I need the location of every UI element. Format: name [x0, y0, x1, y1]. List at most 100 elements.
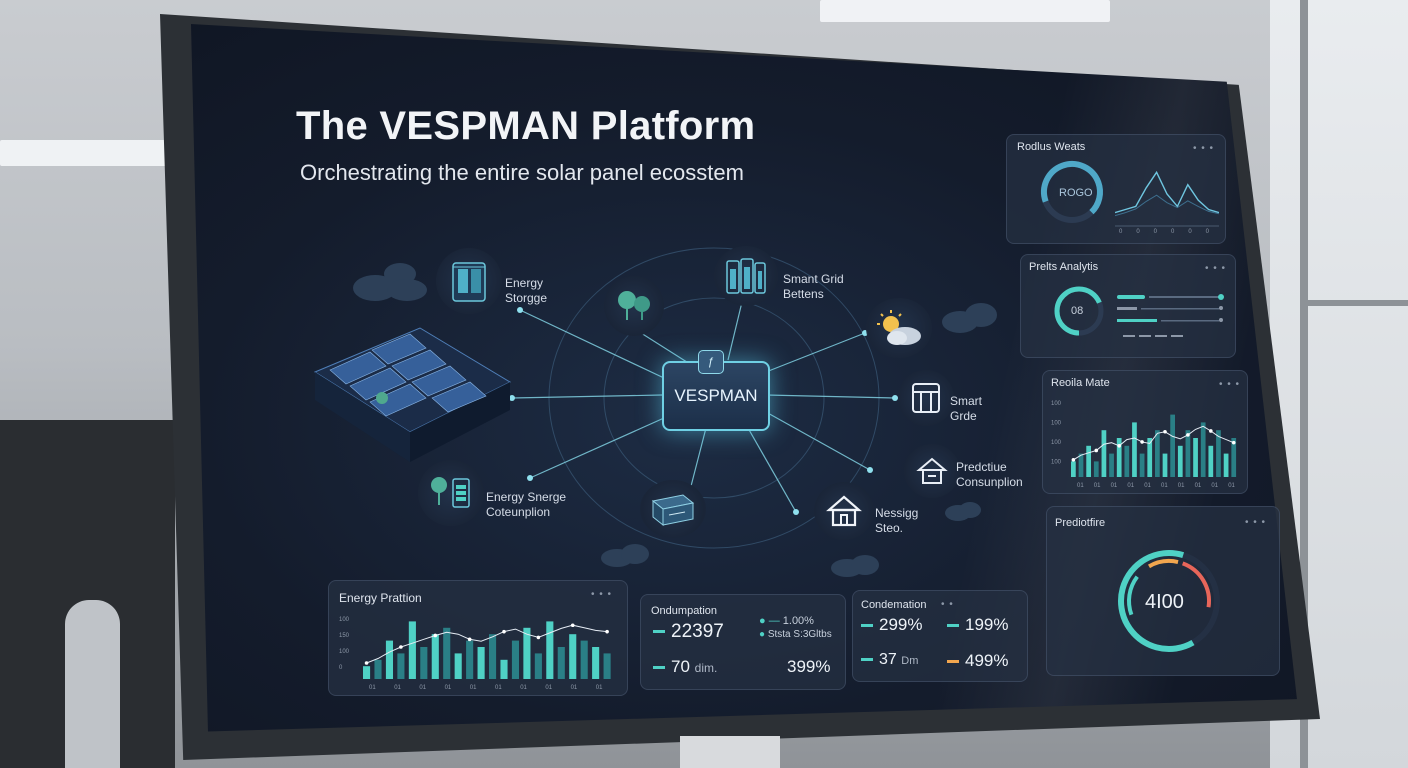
- grid-cabinet-icon: [912, 383, 940, 413]
- hub-badge-icon: ƒ: [698, 350, 724, 374]
- energy-storage-label: Energy Storgge: [505, 276, 548, 305]
- cloud-icon: [945, 502, 981, 521]
- trend-point: [1231, 440, 1236, 445]
- weather-gauge-label: ROGO: [1059, 187, 1093, 199]
- smart-grid-node[interactable]: [898, 370, 954, 426]
- x-tick-label: 0: [1119, 229, 1123, 233]
- bar: [385, 640, 394, 679]
- hub-label: VESPMAN: [674, 386, 758, 405]
- analytics-progress-bars: [1117, 294, 1224, 337]
- bar: [1086, 445, 1092, 477]
- bar: [1208, 445, 1214, 477]
- x-tick-label: 01: [470, 685, 477, 691]
- window-frame: [1300, 0, 1308, 768]
- trend-point: [536, 635, 541, 640]
- x-tick-label: 0: [1206, 229, 1210, 233]
- tree-icon: [618, 291, 650, 320]
- x-tick-label: 0: [1136, 229, 1140, 233]
- consumption-value-secondary: 70 dim.: [653, 657, 717, 677]
- bar: [500, 659, 508, 679]
- bar: [408, 621, 416, 679]
- y-tick-label: 100: [1051, 460, 1062, 466]
- panel-title: Prediotfire: [1055, 517, 1106, 529]
- bar: [431, 634, 439, 679]
- bar: [569, 634, 577, 679]
- energy-storage-consumption-node[interactable]: [418, 460, 484, 526]
- trend-point: [570, 623, 575, 628]
- panel-title: Reoila Mate: [1051, 377, 1110, 389]
- trend-point: [1140, 440, 1144, 444]
- trend-point: [1117, 444, 1121, 448]
- bar: [466, 640, 474, 679]
- bar: [1124, 445, 1130, 477]
- battery-cabinet-icon: [452, 262, 486, 302]
- x-tick-label: 0: [1154, 229, 1158, 233]
- panel-title: Condemation: [861, 599, 927, 611]
- bar: [477, 647, 485, 679]
- bar: [534, 653, 542, 679]
- trend-line: [366, 624, 608, 664]
- condensation-value-secondary: 37 Dm: [861, 651, 918, 669]
- x-tick-label: 01: [1161, 483, 1168, 489]
- panel-title: Energy Prattion: [339, 591, 422, 605]
- smart-grid-batteries-node[interactable]: [714, 246, 778, 306]
- x-tick-label: 0: [1188, 229, 1192, 233]
- more-icon[interactable]: • • •: [1219, 379, 1241, 390]
- bar: [1078, 453, 1084, 477]
- more-icon[interactable]: • • •: [591, 589, 613, 600]
- bar: [443, 627, 451, 679]
- bar: [363, 666, 371, 679]
- x-tick-label: 01: [1178, 483, 1185, 489]
- bar: [420, 647, 428, 679]
- consumption-percent: 399%: [787, 657, 831, 676]
- weather-node: [866, 298, 932, 358]
- bar: [1139, 453, 1145, 477]
- x-tick-label: 01: [495, 685, 502, 691]
- predictive-consumption-node[interactable]: [904, 444, 960, 498]
- bar: [454, 653, 462, 679]
- analytics-gauge: [1054, 286, 1104, 336]
- weather-line-series: [1115, 194, 1219, 217]
- y-tick-label: 0: [339, 665, 343, 671]
- page-title: The VESPMAN Platform: [296, 104, 756, 148]
- more-icon[interactable]: • • •: [1205, 263, 1227, 274]
- energy-storage-node[interactable]: [436, 248, 502, 314]
- x-tick-label: 01: [1111, 483, 1118, 489]
- predictive-analytics-panel: Prelts Analytis • • • 08: [1020, 254, 1236, 358]
- y-tick-label: 100: [339, 617, 350, 623]
- trend-point: [433, 633, 438, 638]
- bar: [557, 647, 565, 679]
- trees-node: [604, 276, 664, 336]
- y-tick-label: 100: [1051, 401, 1062, 407]
- cards-node: [640, 480, 706, 538]
- panel-title: Rodlus Weats: [1017, 141, 1086, 153]
- smart-grid-label: Smart Grde: [950, 394, 983, 423]
- y-tick-label: 100: [339, 649, 350, 655]
- window-frame: [1300, 300, 1408, 306]
- x-tick-label: 01: [1211, 483, 1218, 489]
- more-icon[interactable]: • • •: [1245, 517, 1267, 528]
- x-tick-label: 01: [1195, 483, 1202, 489]
- bar: [489, 634, 497, 679]
- teal-marker: [947, 660, 959, 664]
- y-tick-label: 100: [1051, 440, 1062, 446]
- cloud-icon: [353, 263, 427, 301]
- cloud-icon: [942, 303, 997, 333]
- bar: [1155, 430, 1160, 477]
- bar: [1223, 453, 1229, 477]
- trend-point: [364, 661, 369, 665]
- panel-title: Prelts Analytis: [1029, 261, 1099, 273]
- bar: [1093, 461, 1099, 477]
- more-icon[interactable]: • •: [941, 599, 954, 610]
- x-tick-label: 01: [419, 685, 426, 691]
- teal-marker: [947, 624, 959, 628]
- trend-point: [502, 629, 506, 634]
- more-icon[interactable]: • • •: [1193, 143, 1215, 154]
- nessing-sites-node[interactable]: [814, 482, 874, 540]
- condensation-panel: Condemation • • 299% 199% 37 Dm 499%: [852, 590, 1028, 682]
- x-tick-label: 01: [1144, 483, 1151, 489]
